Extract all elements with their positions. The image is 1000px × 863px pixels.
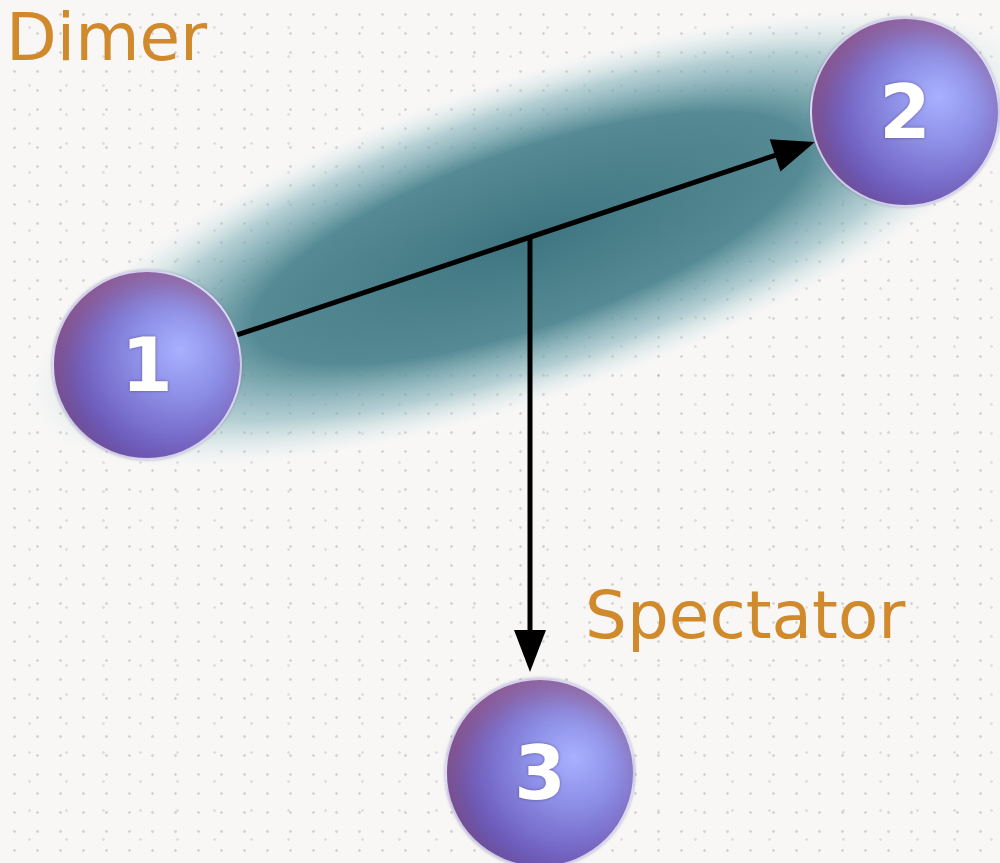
spectator-arrowhead xyxy=(514,630,546,672)
arrowhead xyxy=(770,139,815,171)
dimer-arrow xyxy=(237,139,815,335)
particle-circle: 1 xyxy=(52,270,242,460)
particle-number: 1 xyxy=(121,328,173,402)
arrow-shaft xyxy=(237,152,786,335)
spectator-arrow-shaft xyxy=(528,236,533,640)
region-label: Dimer xyxy=(6,2,207,75)
dimer-cloud xyxy=(0,0,1000,562)
particle-circle: 3 xyxy=(445,678,635,863)
particle-number: 2 xyxy=(879,75,931,149)
region-label: Spectator xyxy=(585,580,905,653)
particle-circle: 2 xyxy=(810,17,1000,207)
particle-number: 3 xyxy=(514,736,566,810)
